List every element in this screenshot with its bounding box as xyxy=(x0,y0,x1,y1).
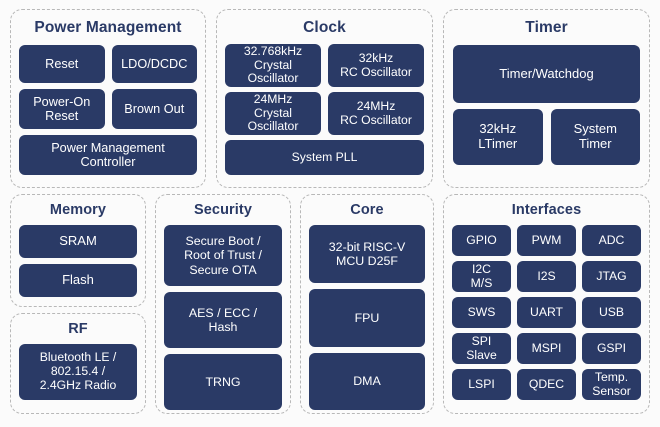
core-row-1: 32-bit RISC-V MCU D25F xyxy=(309,225,425,283)
block-brown-out[interactable]: Brown Out xyxy=(111,89,197,129)
panel-title-rf: RF xyxy=(68,321,88,337)
interfaces-blocks: GPIO PWM ADC I2C M/S I2S JTAG SWS UART U… xyxy=(452,225,641,405)
core-row-2: FPU xyxy=(309,289,425,347)
panel-rf: RF Bluetooth LE / 802.15.4 / 2.4GHz Radi… xyxy=(10,313,146,414)
interfaces-row-4: SPI Slave MSPI GSPI xyxy=(452,333,641,364)
block-trng[interactable]: TRNG xyxy=(164,354,282,410)
panel-title-power-management: Power Management xyxy=(34,19,182,36)
clock-row-3: System PLL xyxy=(225,140,424,175)
block-gspi[interactable]: GSPI xyxy=(582,333,641,364)
security-row-1: Secure Boot / Root of Trust / Secure OTA xyxy=(164,225,282,286)
panel-title-security: Security xyxy=(193,202,253,218)
interfaces-row-2: I2C M/S I2S JTAG xyxy=(452,261,641,292)
block-sram[interactable]: SRAM xyxy=(19,225,137,258)
block-adc[interactable]: ADC xyxy=(582,225,641,256)
timer-row-1: Timer/Watchdog xyxy=(453,45,640,103)
block-qdec[interactable]: QDEC xyxy=(517,369,576,400)
block-mspi[interactable]: MSPI xyxy=(517,333,576,364)
block-power-management-controller[interactable]: Power Management Controller xyxy=(19,135,197,175)
panel-interfaces: Interfaces GPIO PWM ADC I2C M/S I2S JTAG… xyxy=(443,194,650,414)
security-blocks: Secure Boot / Root of Trust / Secure OTA… xyxy=(164,225,282,410)
block-32khz-ltimer[interactable]: 32kHz LTimer xyxy=(453,109,543,165)
block-system-pll[interactable]: System PLL xyxy=(225,140,424,175)
block-jtag[interactable]: JTAG xyxy=(582,261,641,292)
panel-timer: Timer Timer/Watchdog 32kHz LTimer System… xyxy=(443,9,650,188)
block-pwm[interactable]: PWM xyxy=(517,225,576,256)
timer-blocks: Timer/Watchdog 32kHz LTimer System Timer xyxy=(453,45,640,178)
memory-row-1: SRAM xyxy=(19,225,137,258)
spacer xyxy=(321,44,328,87)
panel-title-clock: Clock xyxy=(303,19,346,36)
panel-clock: Clock 32.768kHz Crystal Oscillator 32kHz… xyxy=(216,9,433,188)
panel-security: Security Secure Boot / Root of Trust / S… xyxy=(155,194,291,414)
clock-row-1: 32.768kHz Crystal Oscillator 32kHz RC Os… xyxy=(225,44,424,87)
block-24mhz-rc-oscillator[interactable]: 24MHz RC Oscillator xyxy=(328,92,424,135)
power-row-1: Reset LDO/DCDC xyxy=(19,45,197,83)
security-row-2: AES / ECC / Hash xyxy=(164,292,282,348)
panel-title-core: Core xyxy=(350,202,384,218)
block-secure-boot-root-of-trust[interactable]: Secure Boot / Root of Trust / Secure OTA xyxy=(164,225,282,286)
block-sws[interactable]: SWS xyxy=(452,297,511,328)
block-gpio[interactable]: GPIO xyxy=(452,225,511,256)
block-reset[interactable]: Reset xyxy=(19,45,105,83)
power-management-blocks: Reset LDO/DCDC Power-On Reset Brown Out … xyxy=(19,45,197,178)
panel-core: Core 32-bit RISC-V MCU D25F FPU DMA xyxy=(300,194,434,414)
block-dma[interactable]: DMA xyxy=(309,353,425,410)
block-usb[interactable]: USB xyxy=(582,297,641,328)
block-risc-v-mcu-d25f[interactable]: 32-bit RISC-V MCU D25F xyxy=(309,225,425,283)
power-row-2: Power-On Reset Brown Out xyxy=(19,89,197,129)
rf-blocks: Bluetooth LE / 802.15.4 / 2.4GHz Radio xyxy=(19,344,137,405)
block-i2s[interactable]: I2S xyxy=(517,261,576,292)
block-bluetooth-le-radio[interactable]: Bluetooth LE / 802.15.4 / 2.4GHz Radio xyxy=(19,344,137,400)
core-row-3: DMA xyxy=(309,353,425,410)
panel-title-interfaces: Interfaces xyxy=(511,202,582,218)
panel-memory: Memory SRAM Flash xyxy=(10,194,146,307)
interfaces-row-5: LSPI QDEC Temp. Sensor xyxy=(452,369,641,400)
memory-blocks: SRAM Flash xyxy=(19,225,137,298)
block-24mhz-crystal-oscillator[interactable]: 24MHz Crystal Oscillator xyxy=(225,92,321,135)
block-32khz-rc-oscillator[interactable]: 32kHz RC Oscillator xyxy=(328,44,424,87)
block-timer-watchdog[interactable]: Timer/Watchdog xyxy=(453,45,640,103)
block-system-timer[interactable]: System Timer xyxy=(550,109,640,165)
interfaces-row-1: GPIO PWM ADC xyxy=(452,225,641,256)
panel-power-management: Power Management Reset LDO/DCDC Power-On… xyxy=(10,9,206,188)
block-fpu[interactable]: FPU xyxy=(309,289,425,347)
block-power-on-reset[interactable]: Power-On Reset xyxy=(19,89,105,129)
interfaces-row-3: SWS UART USB xyxy=(452,297,641,328)
block-32768khz-crystal-oscillator[interactable]: 32.768kHz Crystal Oscillator xyxy=(225,44,321,87)
spacer xyxy=(321,92,328,135)
block-lspi[interactable]: LSPI xyxy=(452,369,511,400)
panel-title-timer: Timer xyxy=(525,19,568,36)
clock-blocks: 32.768kHz Crystal Oscillator 32kHz RC Os… xyxy=(225,44,424,178)
power-row-3: Power Management Controller xyxy=(19,135,197,175)
spacer xyxy=(543,109,551,165)
panel-title-memory: Memory xyxy=(49,202,107,218)
block-ldo-dcdc[interactable]: LDO/DCDC xyxy=(111,45,197,83)
rf-row-1: Bluetooth LE / 802.15.4 / 2.4GHz Radio xyxy=(19,344,137,400)
security-row-3: TRNG xyxy=(164,354,282,410)
block-uart[interactable]: UART xyxy=(517,297,576,328)
core-blocks: 32-bit RISC-V MCU D25F FPU DMA xyxy=(309,225,425,410)
spacer xyxy=(105,89,112,129)
block-i2c-master-slave[interactable]: I2C M/S xyxy=(452,261,511,292)
spacer xyxy=(105,45,112,83)
block-temp-sensor[interactable]: Temp. Sensor xyxy=(582,369,641,400)
memory-row-2: Flash xyxy=(19,264,137,297)
block-flash[interactable]: Flash xyxy=(19,264,137,297)
block-spi-slave[interactable]: SPI Slave xyxy=(452,333,511,364)
timer-row-2: 32kHz LTimer System Timer xyxy=(453,109,640,165)
block-aes-ecc-hash[interactable]: AES / ECC / Hash xyxy=(164,292,282,348)
clock-row-2: 24MHz Crystal Oscillator 24MHz RC Oscill… xyxy=(225,92,424,135)
